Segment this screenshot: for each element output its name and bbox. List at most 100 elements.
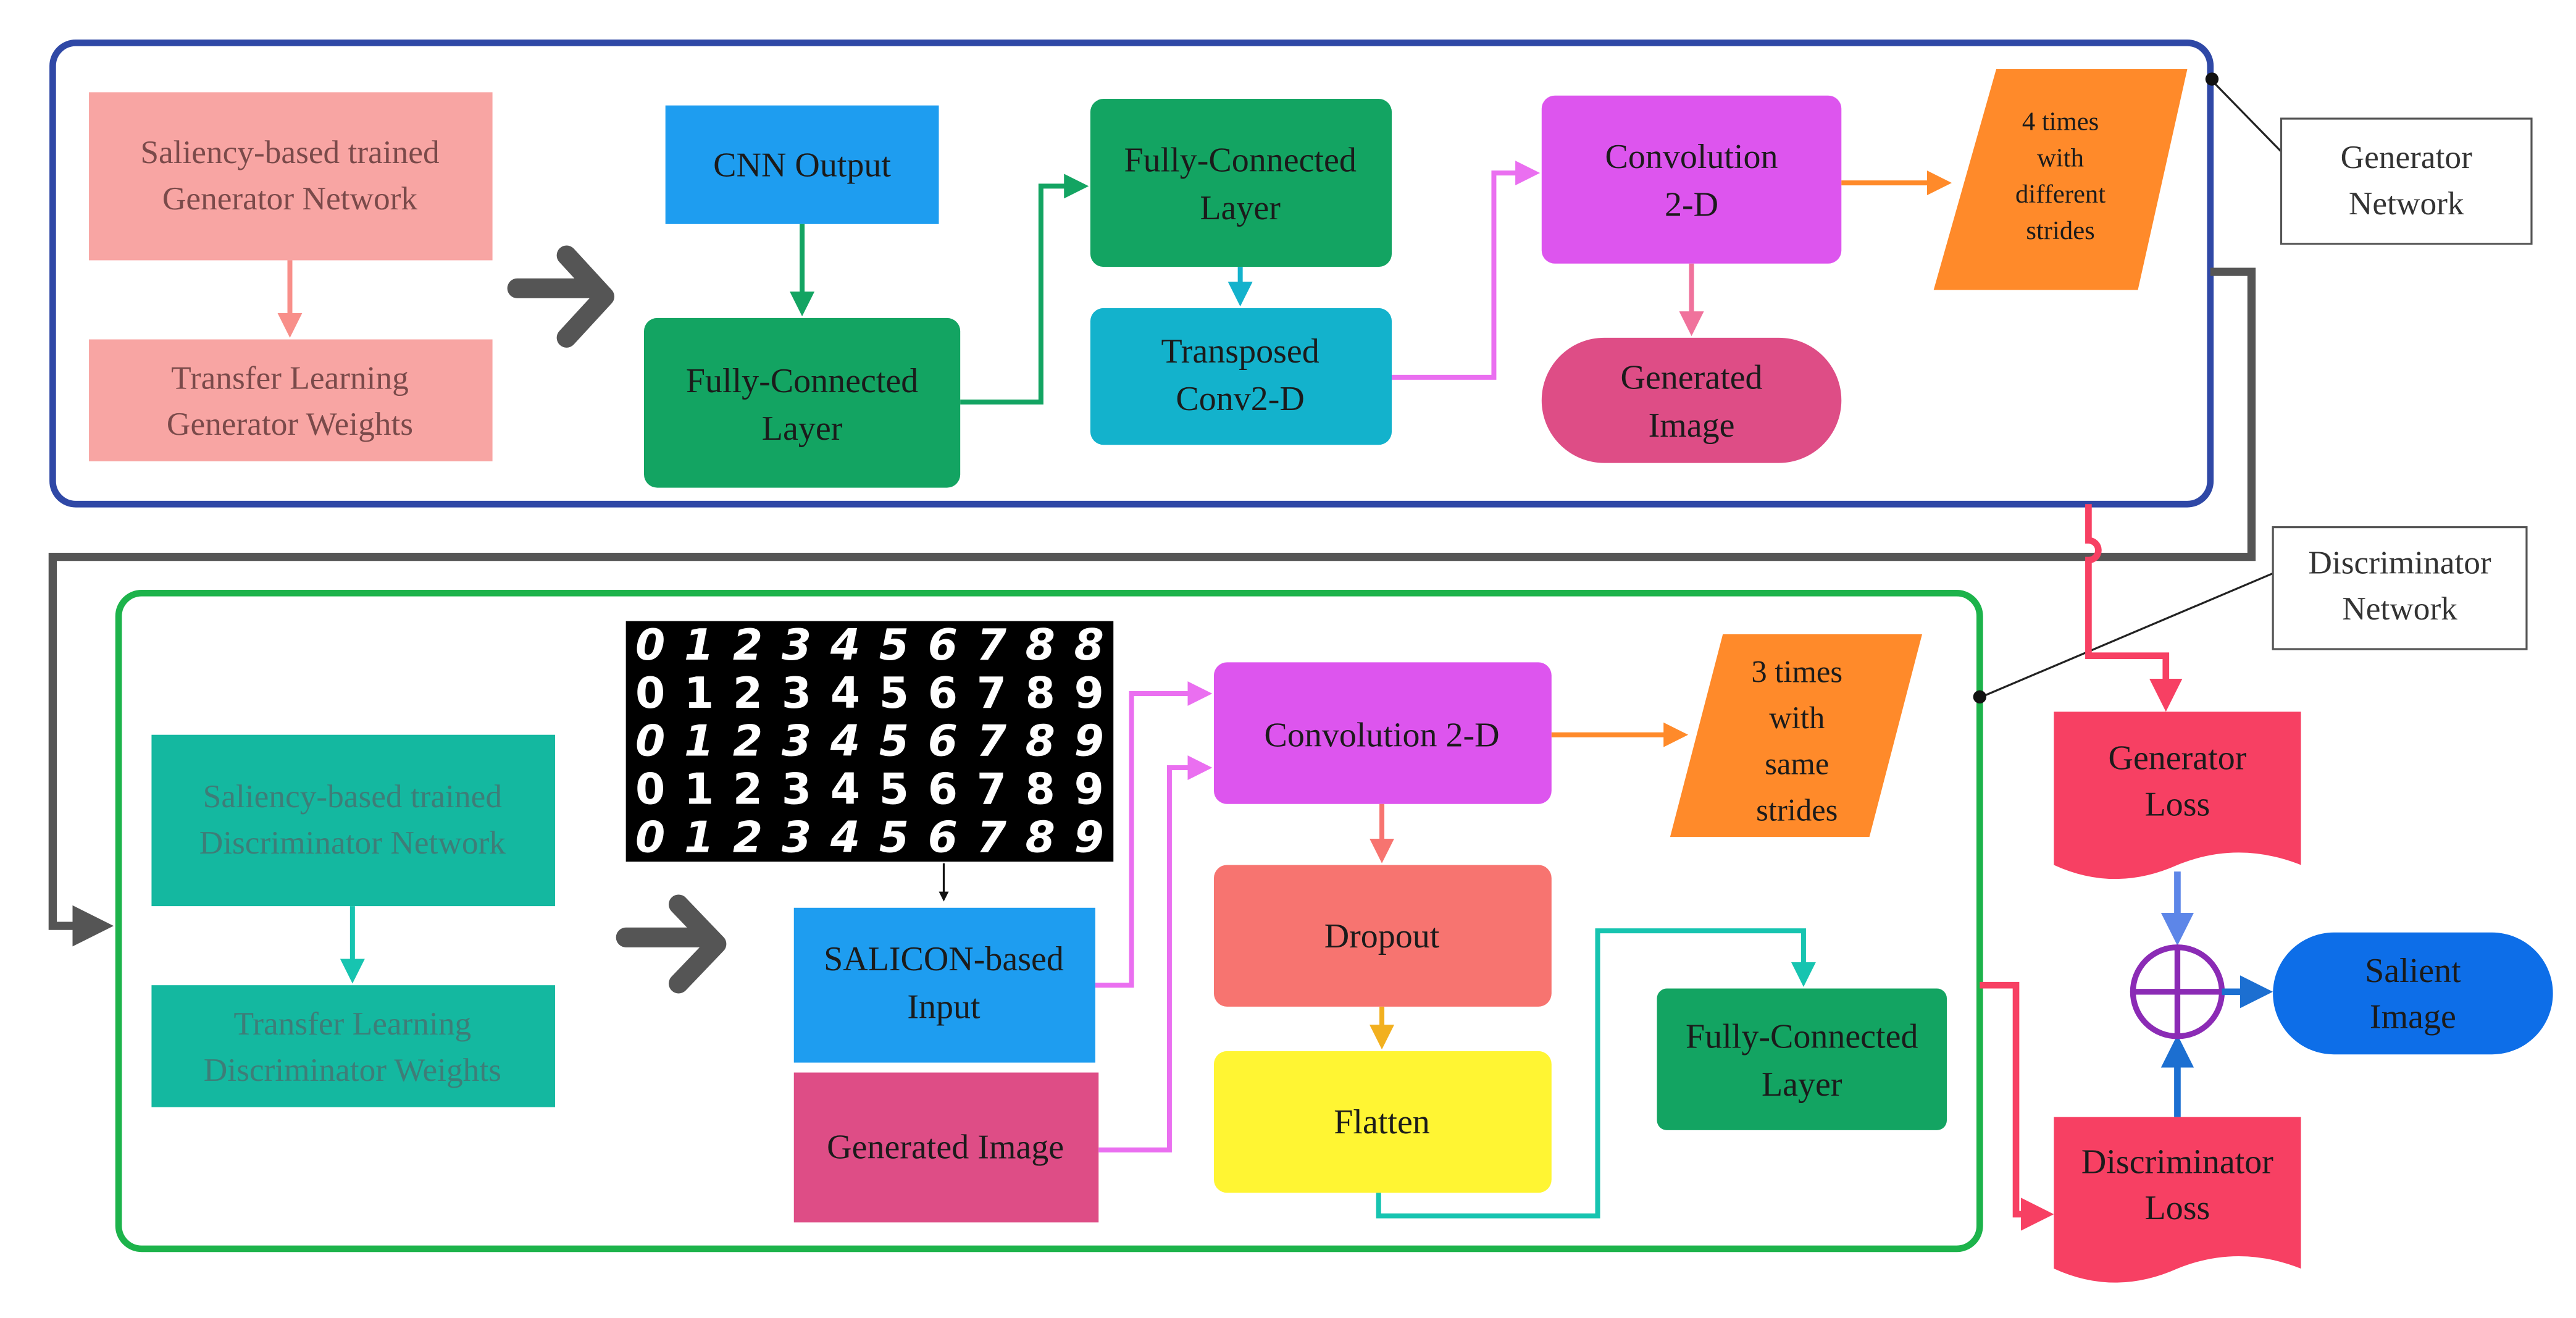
- gen-fc-bottom-box: [644, 317, 961, 488]
- digit-cell: 6: [928, 717, 958, 766]
- disc-generated-image-box: [793, 1072, 1099, 1223]
- digit-cell: 5: [879, 765, 909, 815]
- digit-cell: 3: [782, 669, 811, 718]
- arrow-generated-to-conv: [1098, 755, 1213, 1152]
- digit-cell: 6: [928, 765, 958, 815]
- gen-generated-image-box: [1541, 337, 1842, 463]
- transposed-conv-box: [1090, 308, 1392, 445]
- digit-cell: 3: [782, 765, 811, 815]
- discriminator-network-frame: [115, 589, 1983, 1253]
- discriminator-loss-label: Discriminator: [2081, 1143, 2273, 1181]
- gen-conv2d-box: [1541, 95, 1842, 264]
- digit-cell: 3: [782, 717, 811, 766]
- transfer-discriminator-label: Transfer Learning: [234, 1005, 472, 1042]
- pretrained-generator-label-2: Generator Network: [162, 180, 418, 217]
- cnn-output-label: CNN Output: [713, 146, 891, 184]
- cnn-output-box: [665, 105, 939, 224]
- disc-repeat-label-3: same: [1765, 747, 1829, 781]
- pretrained-discriminator-label: Saliency-based trained: [203, 778, 503, 815]
- disc-repeat-label-2: with: [1769, 700, 1825, 735]
- transfer-discriminator-label-2: Discriminator Weights: [204, 1051, 501, 1088]
- digit-cell: 1: [684, 717, 714, 766]
- digit-cell: 7: [977, 765, 1006, 815]
- digit-cell: 5: [879, 813, 909, 863]
- gen-repeat-note: [1933, 69, 2188, 290]
- digit-cell: 2: [733, 621, 763, 670]
- digit-grid-background: [625, 621, 1114, 862]
- connector-generator-to-discriminator: [48, 267, 2256, 947]
- generator-callout-box: [2280, 117, 2533, 245]
- digit-cell: 2: [733, 813, 763, 863]
- salicon-input-box: [793, 907, 1095, 1063]
- salient-image-label: Salient: [2365, 952, 2461, 990]
- discriminator-callout-leader: [1981, 572, 2273, 698]
- generator-callout-label-2: Network: [2349, 185, 2464, 222]
- digit-cell: 9: [1074, 813, 1104, 863]
- digit-cell: 7: [977, 813, 1007, 863]
- digit-cell: 8: [1026, 669, 1055, 718]
- digit-cell: 6: [928, 813, 958, 863]
- digit-cell: 1: [684, 621, 714, 670]
- pretrained-discriminator-label-2: Discriminator Network: [199, 824, 506, 861]
- arrow-transposed-to-conv: [1392, 161, 1541, 380]
- digit-cell: 8: [1074, 621, 1104, 670]
- discriminator-loss-shape: [2054, 1117, 2301, 1283]
- generator-callout-dot: [2205, 72, 2219, 86]
- transfer-generator-box: [89, 339, 493, 461]
- digit-cell: 7: [977, 717, 1007, 766]
- transposed-conv-label: Transposed: [1161, 332, 1319, 371]
- dropout-label: Dropout: [1324, 917, 1440, 955]
- gen-fc-top-label-2: Layer: [1200, 189, 1281, 227]
- sum-operator-icon: [2130, 944, 2225, 1039]
- gen-repeat-label-3: different: [2015, 180, 2106, 209]
- dropout-box: [1213, 865, 1552, 1007]
- transfer-generator-label: Transfer Learning: [171, 359, 409, 397]
- connector-generator-to-loss: [2085, 504, 2183, 712]
- disc-repeat-label: 3 times: [1751, 654, 1842, 689]
- salient-image-box: [2273, 932, 2553, 1055]
- disc-fc-label: Fully-Connected: [1686, 1018, 1918, 1056]
- flatten-box: [1213, 1051, 1552, 1193]
- digit-cell: 6: [928, 621, 958, 670]
- transfer-generator-label-2: Generator Weights: [167, 405, 413, 442]
- disc-conv2d-box: [1213, 662, 1552, 804]
- gen-fc-top-box: [1090, 99, 1392, 267]
- gen-generated-image-label: Generated: [1620, 359, 1762, 397]
- pretrained-discriminator-box: [151, 734, 555, 907]
- gen-fc-bottom-label-2: Layer: [762, 409, 843, 448]
- salicon-input-label-2: Input: [907, 988, 981, 1026]
- digit-cell: 4: [830, 765, 860, 815]
- digit-cell: 9: [1074, 765, 1104, 815]
- gen-fc-bottom-label: Fully-Connected: [686, 362, 918, 400]
- gen-conv2d-label-2: 2-D: [1665, 185, 1718, 224]
- disc-fc-box: [1657, 988, 1947, 1130]
- digit-cell: 8: [1026, 765, 1055, 815]
- arrow-salicon-to-conv: [1095, 681, 1213, 988]
- digit-cell: 3: [782, 813, 811, 863]
- digit-cell: 0: [635, 669, 665, 718]
- digit-cell: 4: [830, 669, 860, 718]
- digit-cell: 2: [733, 765, 763, 815]
- digit-cell: 8: [1026, 717, 1055, 766]
- transposed-conv-label-2: Conv2-D: [1176, 380, 1304, 418]
- discriminator-callout-label-2: Network: [2342, 590, 2457, 627]
- digit-cell: 0: [635, 621, 665, 670]
- generator-loss-shape: [2054, 711, 2301, 879]
- generator-callout-leader: [2212, 82, 2282, 153]
- digit-cell: 8: [1026, 813, 1055, 863]
- gen-repeat-label-2: with: [2037, 143, 2084, 172]
- gen-repeat-label-4: strides: [2026, 216, 2094, 245]
- digit-cell: 9: [1074, 669, 1104, 718]
- salicon-input-label: SALICON-based: [824, 940, 1064, 978]
- generator-loss-label-2: Loss: [2145, 785, 2210, 823]
- digit-cell: 7: [977, 669, 1006, 718]
- digit-cell: 9: [1074, 717, 1104, 766]
- digit-cell: 0: [635, 813, 665, 863]
- digit-cell: 2: [733, 717, 763, 766]
- flatten-label: Flatten: [1334, 1103, 1430, 1141]
- digit-cell: 6: [928, 669, 958, 718]
- digit-cell: 0: [635, 765, 665, 815]
- digit-cell: 4: [830, 621, 860, 670]
